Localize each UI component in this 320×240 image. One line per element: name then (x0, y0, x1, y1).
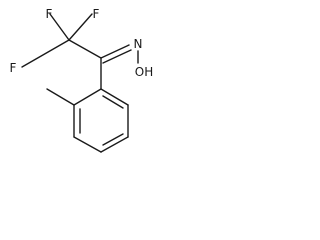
ring-bond-4 (73, 136, 102, 153)
molecule-drawing: F F F N OH (0, 0, 164, 194)
bond-c2-n-double-b (102, 49, 132, 64)
ring-inner-bond-1 (102, 95, 124, 109)
atom-label-f-left: F (10, 61, 17, 75)
atom-label-oh: OH (135, 65, 153, 79)
ring-bond-3 (100, 136, 129, 153)
bond-ring-methyl (46, 88, 75, 106)
ring-inner-bond-2 (102, 133, 124, 146)
atom-label-n: N (134, 37, 143, 51)
atom-label-f-right: F (93, 7, 100, 21)
atom-label-f-top: F (46, 7, 53, 21)
bond-c1-f-right (68, 13, 93, 41)
structure-svg: F F F N OH (10, 7, 153, 153)
bond-c1-f-left (21, 39, 70, 68)
bond-c1-f-top (49, 13, 70, 41)
bond-c2-n-double-a (100, 44, 130, 59)
ring-bond-6 (73, 88, 102, 106)
ring-bond-1 (100, 88, 129, 106)
bond-c1-c2 (68, 39, 102, 59)
